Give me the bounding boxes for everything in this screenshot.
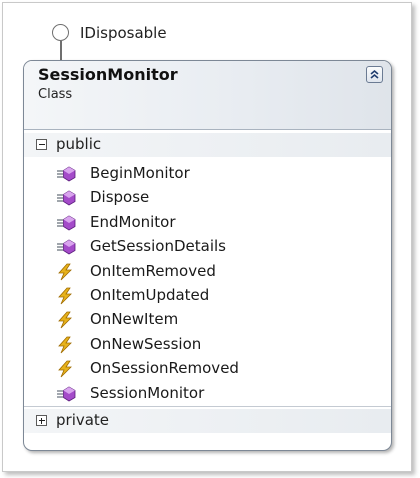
- section-private[interactable]: private: [24, 409, 391, 433]
- member-name: OnNewSession: [90, 334, 202, 353]
- member-name: OnSessionRemoved: [90, 359, 239, 378]
- method-icon: [55, 189, 77, 207]
- class-shape[interactable]: SessionMonitor Class public BeginMonitor…: [23, 60, 392, 451]
- double-chevron-up-icon[interactable]: [366, 66, 383, 83]
- class-name[interactable]: SessionMonitor: [38, 65, 178, 84]
- member-row[interactable]: Dispose: [24, 186, 391, 210]
- event-icon: [55, 263, 77, 281]
- member-row[interactable]: OnItemUpdated: [24, 284, 391, 308]
- member-row[interactable]: BeginMonitor: [24, 162, 391, 186]
- member-name: BeginMonitor: [90, 164, 190, 182]
- section-private-label: private: [56, 411, 110, 429]
- method-icon: [55, 238, 77, 256]
- section-public-label: public: [56, 135, 102, 153]
- class-header: SessionMonitor Class: [24, 61, 391, 130]
- member-name: OnNewItem: [90, 310, 179, 329]
- member-name: EndMonitor: [90, 212, 176, 231]
- class-kind: Class: [38, 87, 73, 102]
- member-name: SessionMonitor: [90, 383, 205, 402]
- member-name: OnItemUpdated: [90, 286, 210, 304]
- member-name: GetSessionDetails: [90, 237, 226, 256]
- collapse-minus-icon[interactable]: [36, 139, 47, 150]
- member-row[interactable]: GetSessionDetails: [24, 235, 391, 259]
- interface-connector: [60, 41, 62, 62]
- expand-plus-icon[interactable]: [36, 415, 47, 426]
- member-row[interactable]: OnItemRemoved: [24, 260, 391, 284]
- member-row[interactable]: OnSessionRemoved: [24, 357, 391, 381]
- section-divider: [24, 406, 391, 407]
- event-icon: [55, 287, 77, 305]
- method-icon: [55, 214, 77, 232]
- event-icon: [55, 311, 77, 329]
- event-icon: [55, 360, 77, 378]
- event-icon: [55, 336, 77, 354]
- member-name: OnItemRemoved: [90, 261, 216, 280]
- interface-name[interactable]: IDisposable: [80, 24, 167, 42]
- member-row[interactable]: OnNewItem: [24, 308, 391, 332]
- member-row[interactable]: SessionMonitor: [24, 382, 391, 406]
- member-name: Dispose: [90, 188, 150, 207]
- method-icon: [55, 165, 77, 183]
- interface-lollipop-icon: [52, 24, 69, 41]
- section-public[interactable]: public: [24, 133, 391, 157]
- member-row[interactable]: OnNewSession: [24, 333, 391, 357]
- member-row[interactable]: EndMonitor: [24, 211, 391, 235]
- method-icon: [55, 385, 77, 403]
